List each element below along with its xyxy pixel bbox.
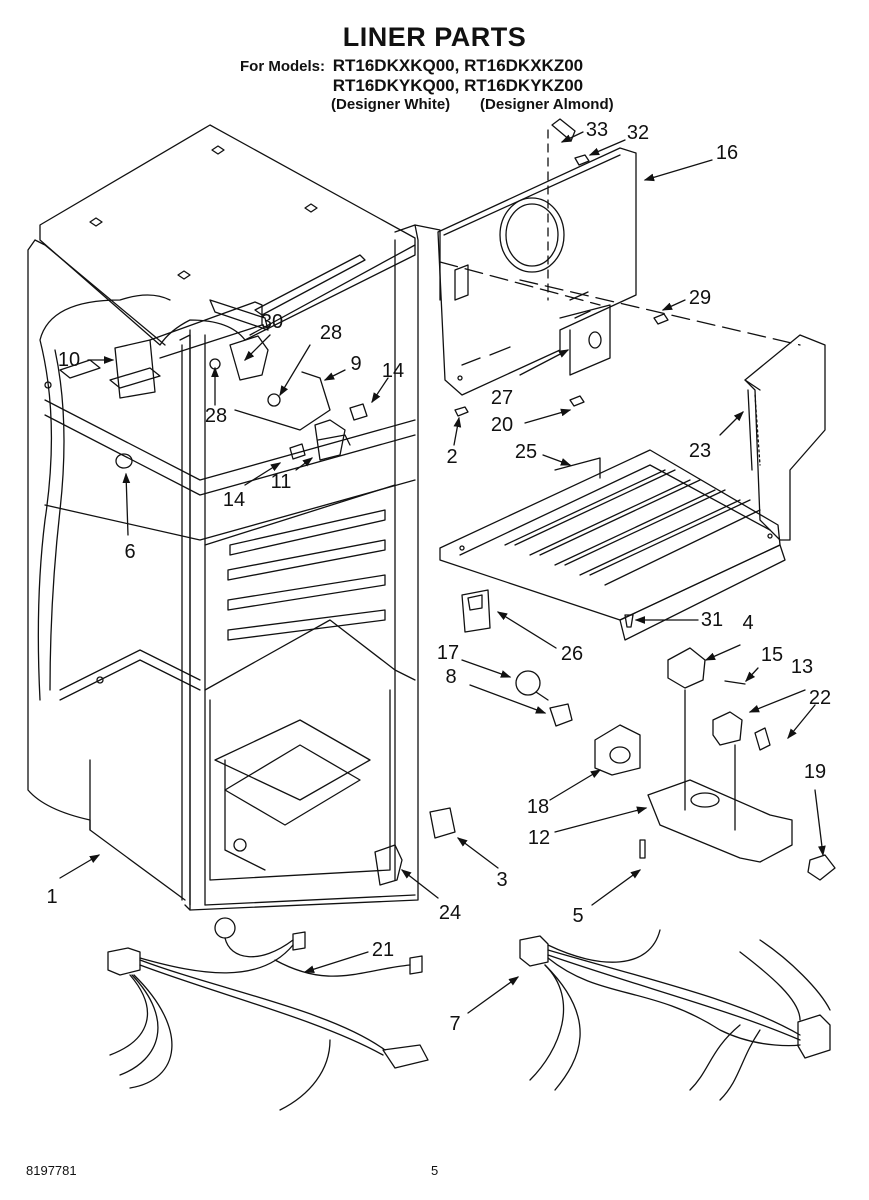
callout-label: 5 xyxy=(572,905,584,927)
callout-label: 14 xyxy=(381,360,405,382)
liner-cabinet xyxy=(27,124,441,911)
callout-label: 1 xyxy=(46,886,58,908)
callout-label: 31 xyxy=(700,609,724,631)
callout-label: 3 xyxy=(496,869,508,891)
callout-label: 12 xyxy=(527,827,551,849)
model-number: RT16DKYKZ00 xyxy=(464,76,584,95)
callout-label: 27 xyxy=(490,387,514,409)
models-label: For Models: xyxy=(240,58,325,75)
callout-label: 28 xyxy=(319,322,343,344)
callout-label: 9 xyxy=(350,353,362,375)
model-number: RT16DKYKQ00, xyxy=(332,76,460,95)
page-title: LINER PARTS xyxy=(342,22,527,52)
callout-label: 17 xyxy=(436,642,460,664)
callout-label: 6 xyxy=(124,541,136,563)
light-and-switch-components xyxy=(374,589,836,886)
callout-label: 14 xyxy=(222,489,246,511)
callout-label: 8 xyxy=(445,666,457,688)
callout-label: 18 xyxy=(526,796,550,818)
model-list: For Models: RT16DKXKQ00, RT16DKXKZ00 RT1… xyxy=(240,56,583,95)
callout-label: 22 xyxy=(808,687,832,709)
callout-label: 2 xyxy=(446,446,458,468)
callout-label: 28 xyxy=(204,405,228,427)
control-components xyxy=(114,299,368,461)
callout-label: 11 xyxy=(270,471,292,493)
callout-label: 21 xyxy=(371,939,395,961)
variant-white: (Designer White) xyxy=(331,96,451,113)
callout-label: 30 xyxy=(260,311,284,333)
document-number: 8197781 xyxy=(26,1163,77,1178)
callout-label: 16 xyxy=(715,142,739,164)
callout-label: 23 xyxy=(688,440,712,462)
callout-label: 26 xyxy=(560,643,584,665)
callout-label: 33 xyxy=(585,119,609,141)
variant-almond: (Designer Almond) xyxy=(480,96,614,113)
air-duct xyxy=(744,334,826,541)
callout-label: 29 xyxy=(688,287,712,309)
callout-label: 4 xyxy=(742,612,754,634)
callout-label: 24 xyxy=(438,902,462,924)
callout-label: 15 xyxy=(760,644,784,666)
wire-harnesses xyxy=(107,917,831,1111)
model-number: RT16DKXKQ00, xyxy=(332,56,460,75)
callout-label: 7 xyxy=(449,1013,461,1035)
evaporator-cover-panel xyxy=(437,118,801,417)
callout-label: 10 xyxy=(57,349,81,371)
callout-label: 13 xyxy=(790,656,814,678)
callout-leaders xyxy=(59,131,826,1014)
page-number: 5 xyxy=(431,1163,439,1178)
freezer-shelf xyxy=(439,449,786,641)
callout-label: 19 xyxy=(803,761,827,783)
callout-label: 25 xyxy=(514,441,538,463)
callout-label: 20 xyxy=(490,414,514,436)
model-number: RT16DKXKZ00 xyxy=(464,56,584,75)
callout-label: 32 xyxy=(626,122,650,144)
